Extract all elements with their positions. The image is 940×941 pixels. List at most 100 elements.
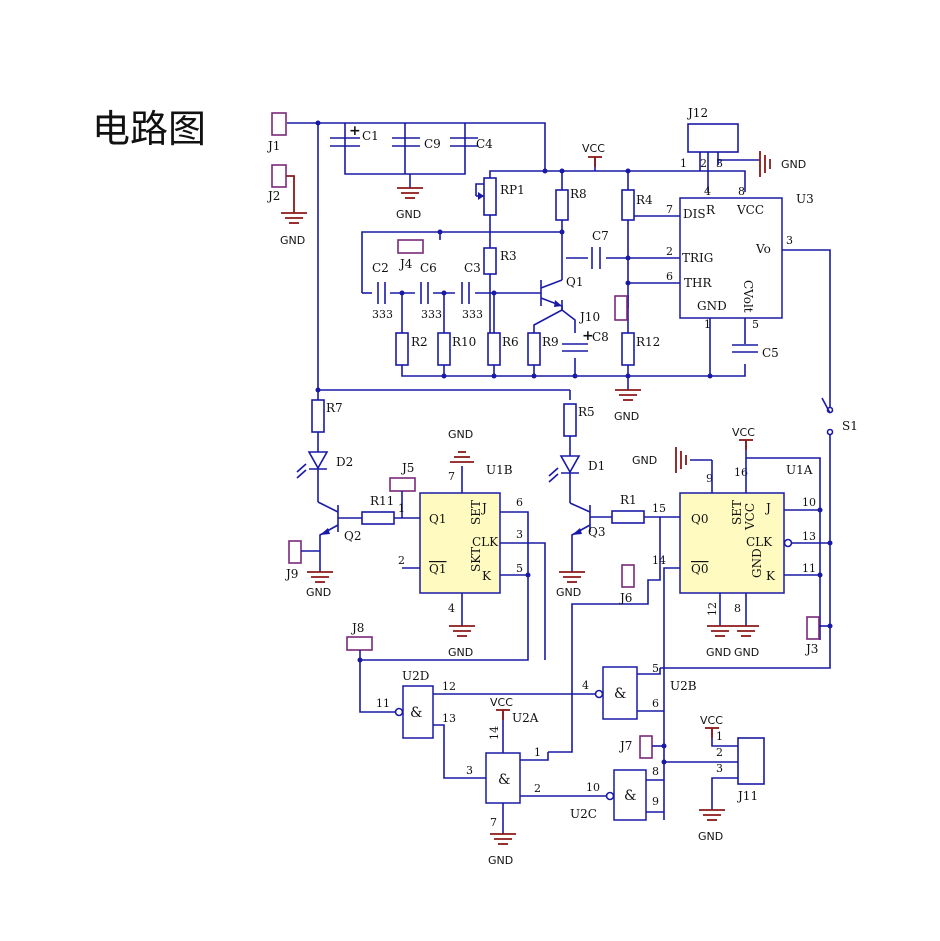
svg-text:D1: D1 [588, 459, 605, 473]
svg-text:4: 4 [704, 185, 711, 198]
svg-text:TRIG: TRIG [682, 251, 713, 265]
connector-j1: J1 [266, 112, 287, 153]
svg-text:2: 2 [700, 157, 707, 170]
capacitor-c7: C7 [591, 229, 609, 269]
svg-text:VCC: VCC [700, 714, 723, 727]
svg-text:J2: J2 [266, 189, 280, 203]
svg-text:Q1: Q1 [429, 562, 446, 576]
svg-text:9: 9 [652, 795, 659, 808]
svg-text:U1B: U1B [486, 463, 513, 477]
svg-text:J3: J3 [804, 642, 818, 656]
connector-j3: J3 [804, 616, 830, 656]
svg-text:GND: GND [396, 208, 421, 221]
svg-text:U2D: U2D [402, 669, 429, 683]
svg-text:1: 1 [704, 318, 711, 331]
svg-text:5: 5 [652, 662, 659, 675]
svg-text:R3: R3 [500, 249, 517, 263]
svg-text:VCC: VCC [732, 426, 755, 439]
svg-text:7: 7 [448, 470, 455, 483]
connector-j11: J11 1 2 3 [716, 730, 765, 803]
svg-text:THR: THR [684, 276, 712, 290]
capacitor-c8: C8 + [562, 328, 609, 352]
connector-j6: J6 [618, 564, 635, 605]
svg-text:CVolt: CVolt [741, 280, 755, 313]
svg-text:R5: R5 [578, 405, 595, 419]
connector-j8: J8 [346, 621, 398, 713]
svg-text:8: 8 [738, 185, 745, 198]
svg-text:J10: J10 [578, 310, 600, 324]
svg-text:10: 10 [802, 496, 816, 509]
svg-text:&: & [410, 705, 422, 721]
svg-text:GND: GND [697, 299, 727, 313]
svg-text:12: 12 [442, 680, 456, 693]
svg-text:3: 3 [516, 528, 523, 541]
svg-text:+: + [582, 328, 594, 344]
svg-text:VCC: VCC [736, 203, 764, 217]
svg-text:U3: U3 [796, 192, 814, 206]
svg-text:Q1: Q1 [429, 512, 446, 526]
transistor-q1: Q1 [540, 275, 583, 310]
ic-u1a-flipflop: U1A Q0 Q0 SET VCC GND J CLK K 15 14 9 16… [652, 463, 816, 616]
svg-text:7: 7 [490, 816, 497, 829]
svg-text:GND: GND [698, 830, 723, 843]
svg-text:Q1: Q1 [566, 275, 583, 289]
svg-text:&: & [624, 788, 636, 804]
svg-text:J4: J4 [398, 257, 413, 271]
svg-text:GND: GND [448, 428, 473, 441]
svg-text:333: 333 [421, 308, 442, 321]
svg-text:3: 3 [716, 157, 723, 170]
capacitor-c5: C5 [732, 344, 779, 360]
svg-text:10: 10 [586, 781, 600, 794]
connector-j9: J9 [284, 540, 320, 581]
svg-text:Q0: Q0 [691, 562, 708, 576]
ground-symbol [450, 451, 474, 463]
svg-text:13: 13 [442, 712, 456, 725]
svg-text:J: J [480, 501, 487, 515]
svg-text:2: 2 [716, 746, 723, 759]
connector-j4: J4 [397, 239, 424, 271]
svg-text:C7: C7 [592, 229, 609, 243]
svg-text:CLK: CLK [746, 535, 773, 549]
svg-text:8: 8 [652, 765, 659, 778]
svg-text:K: K [482, 569, 492, 583]
power-rail-wires [287, 122, 831, 669]
svg-text:C9: C9 [424, 137, 441, 151]
gate-u2c: & U2C 10 8 9 [570, 765, 659, 821]
svg-text:C6: C6 [420, 261, 437, 275]
svg-text:C1: C1 [362, 129, 379, 143]
svg-text:GND: GND [734, 646, 759, 659]
svg-text:12: 12 [706, 602, 719, 616]
capacitor-c6: C6 333 [420, 261, 442, 321]
diagram-title: 电路图 [92, 107, 207, 151]
svg-text:J1: J1 [266, 139, 280, 153]
svg-text:4: 4 [582, 679, 589, 692]
svg-text:2: 2 [666, 245, 673, 258]
svg-text:R2: R2 [411, 335, 428, 349]
svg-text:SET: SET [730, 500, 744, 525]
resistor-r10: R10 [437, 332, 476, 366]
transistor-q3: Q3 [569, 502, 605, 572]
svg-text:1: 1 [398, 502, 405, 515]
svg-text:J11: J11 [736, 789, 758, 803]
svg-text:J8: J8 [350, 621, 364, 635]
capacitor-c1: C1 + [330, 123, 379, 147]
gate-u2b: & U2B 4 5 6 [582, 662, 697, 720]
svg-text:RP1: RP1 [500, 183, 525, 197]
potentiometer-rp1: RP1 [475, 177, 525, 216]
svg-text:SKT: SKT [469, 547, 483, 572]
svg-text:333: 333 [372, 308, 393, 321]
svg-text:9: 9 [706, 472, 713, 485]
resistor-r1: R1 [611, 493, 645, 524]
svg-text:3: 3 [716, 762, 723, 775]
ground-symbol: GND [396, 187, 424, 221]
resistor-r5: R5 [563, 403, 595, 437]
svg-text:13: 13 [802, 530, 816, 543]
svg-text:VCC: VCC [743, 503, 757, 531]
svg-text:R10: R10 [452, 335, 476, 349]
svg-text:333: 333 [462, 308, 483, 321]
svg-text:D2: D2 [336, 455, 353, 469]
svg-text:CLK: CLK [472, 535, 499, 549]
svg-text:7: 7 [666, 203, 673, 216]
ic-u1b-flipflop: U1B Q1 Q1 SET SKT J CLK K 2 1 6 3 5 7 4 [398, 463, 523, 615]
resistor-r4: R4 [621, 189, 653, 221]
